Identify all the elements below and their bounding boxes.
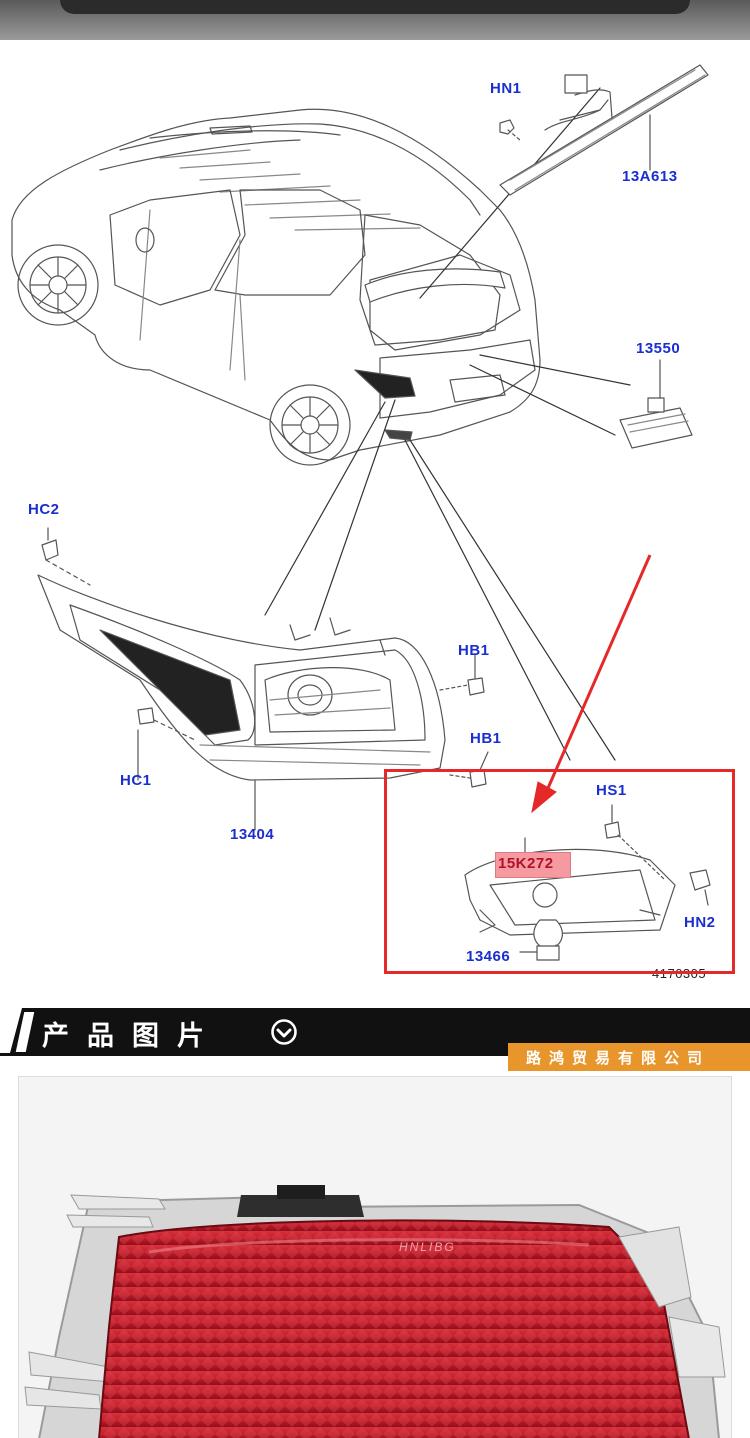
label-13404: 13404 bbox=[230, 826, 275, 843]
label-hn1: HN1 bbox=[490, 80, 522, 97]
label-hs1: HS1 bbox=[596, 782, 627, 799]
company-badge: 路鸿贸易有限公司 bbox=[508, 1043, 750, 1071]
label-13a613: 13A613 bbox=[622, 168, 678, 185]
company-name: 路鸿贸易有限公司 bbox=[526, 1049, 711, 1067]
section-header: 产品图片 路鸿贸易有限公司 bbox=[0, 1008, 750, 1071]
label-hb1-top: HB1 bbox=[458, 642, 490, 659]
highlight-box bbox=[384, 769, 735, 974]
parts-diagram: HN1 13A613 13550 HC2 HB1 HB1 HC1 13404 H… bbox=[0, 40, 750, 1000]
top-photo-strip bbox=[0, 0, 750, 40]
label-hn2: HN2 bbox=[684, 914, 716, 931]
car-bumper-shadow bbox=[60, 0, 690, 14]
check-circle-icon bbox=[271, 1019, 297, 1045]
fog-lamp-photo: HNLIBG bbox=[24, 1185, 726, 1438]
header-underline bbox=[0, 1053, 750, 1056]
label-13550: 13550 bbox=[636, 340, 681, 357]
label-15k272: 15K272 bbox=[498, 855, 554, 872]
label-hc1: HC1 bbox=[120, 772, 152, 789]
label-13466: 13466 bbox=[466, 948, 511, 965]
label-hb1-bottom: HB1 bbox=[470, 730, 502, 747]
label-hc2: HC2 bbox=[28, 501, 60, 518]
section-title: 产品图片 bbox=[42, 1021, 222, 1052]
brand-text: HNLIBG bbox=[399, 1240, 456, 1254]
highlight-15k272 bbox=[495, 852, 571, 878]
product-photo: HNLIBG bbox=[18, 1076, 732, 1438]
